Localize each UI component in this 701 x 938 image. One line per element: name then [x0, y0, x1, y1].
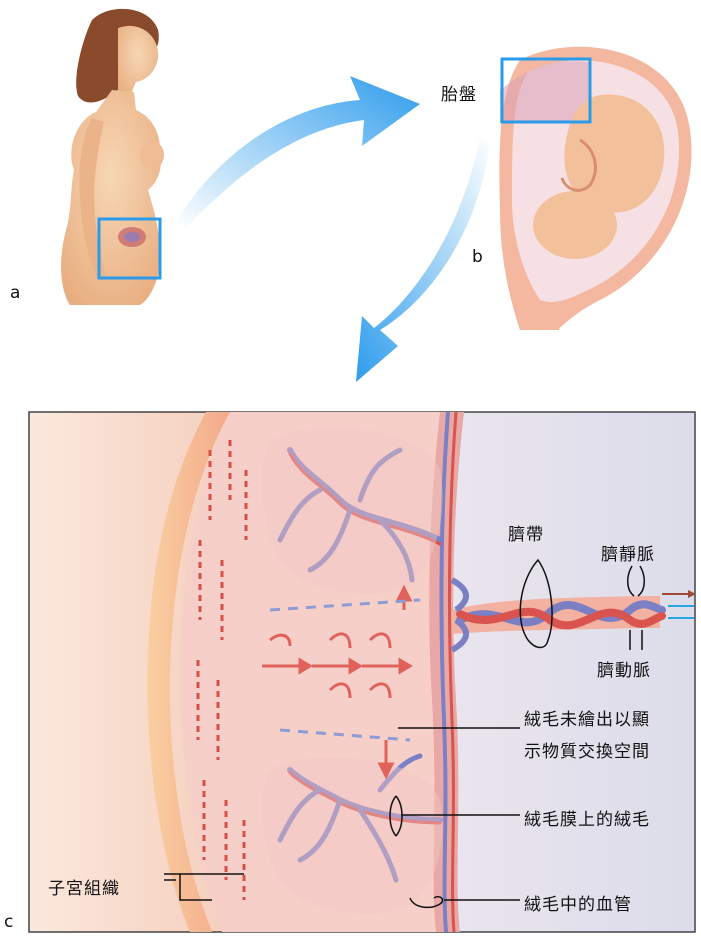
woman-figure: [61, 9, 164, 305]
uterine-tissue-label: 子宮組織: [48, 874, 120, 899]
placenta-detail-panel: [29, 412, 696, 932]
arrow-to-detail: [356, 138, 490, 382]
umbilical-artery-label: 臍動脈: [597, 656, 651, 681]
arrow-to-placenta: [176, 76, 420, 228]
uterus-with-fetus: [499, 47, 691, 330]
villi-membrane-label: 絨毛膜上的絨毛: [524, 805, 650, 830]
placenta-label: 胎盤: [441, 80, 477, 105]
intervillous-space-label-line1: 絨毛未繪出以顯: [524, 705, 650, 730]
panel-label-a: a: [10, 283, 21, 303]
intervillous-space-label-line2: 示物質交換空間: [524, 737, 650, 762]
panel-label-c: c: [4, 912, 14, 932]
villus-vessels-label: 絨毛中的血管: [524, 890, 632, 915]
panel-label-b: b: [472, 247, 484, 267]
umbilical-vein-label: 臍靜脈: [601, 540, 655, 565]
umbilical-cord-label: 臍帶: [508, 520, 544, 545]
